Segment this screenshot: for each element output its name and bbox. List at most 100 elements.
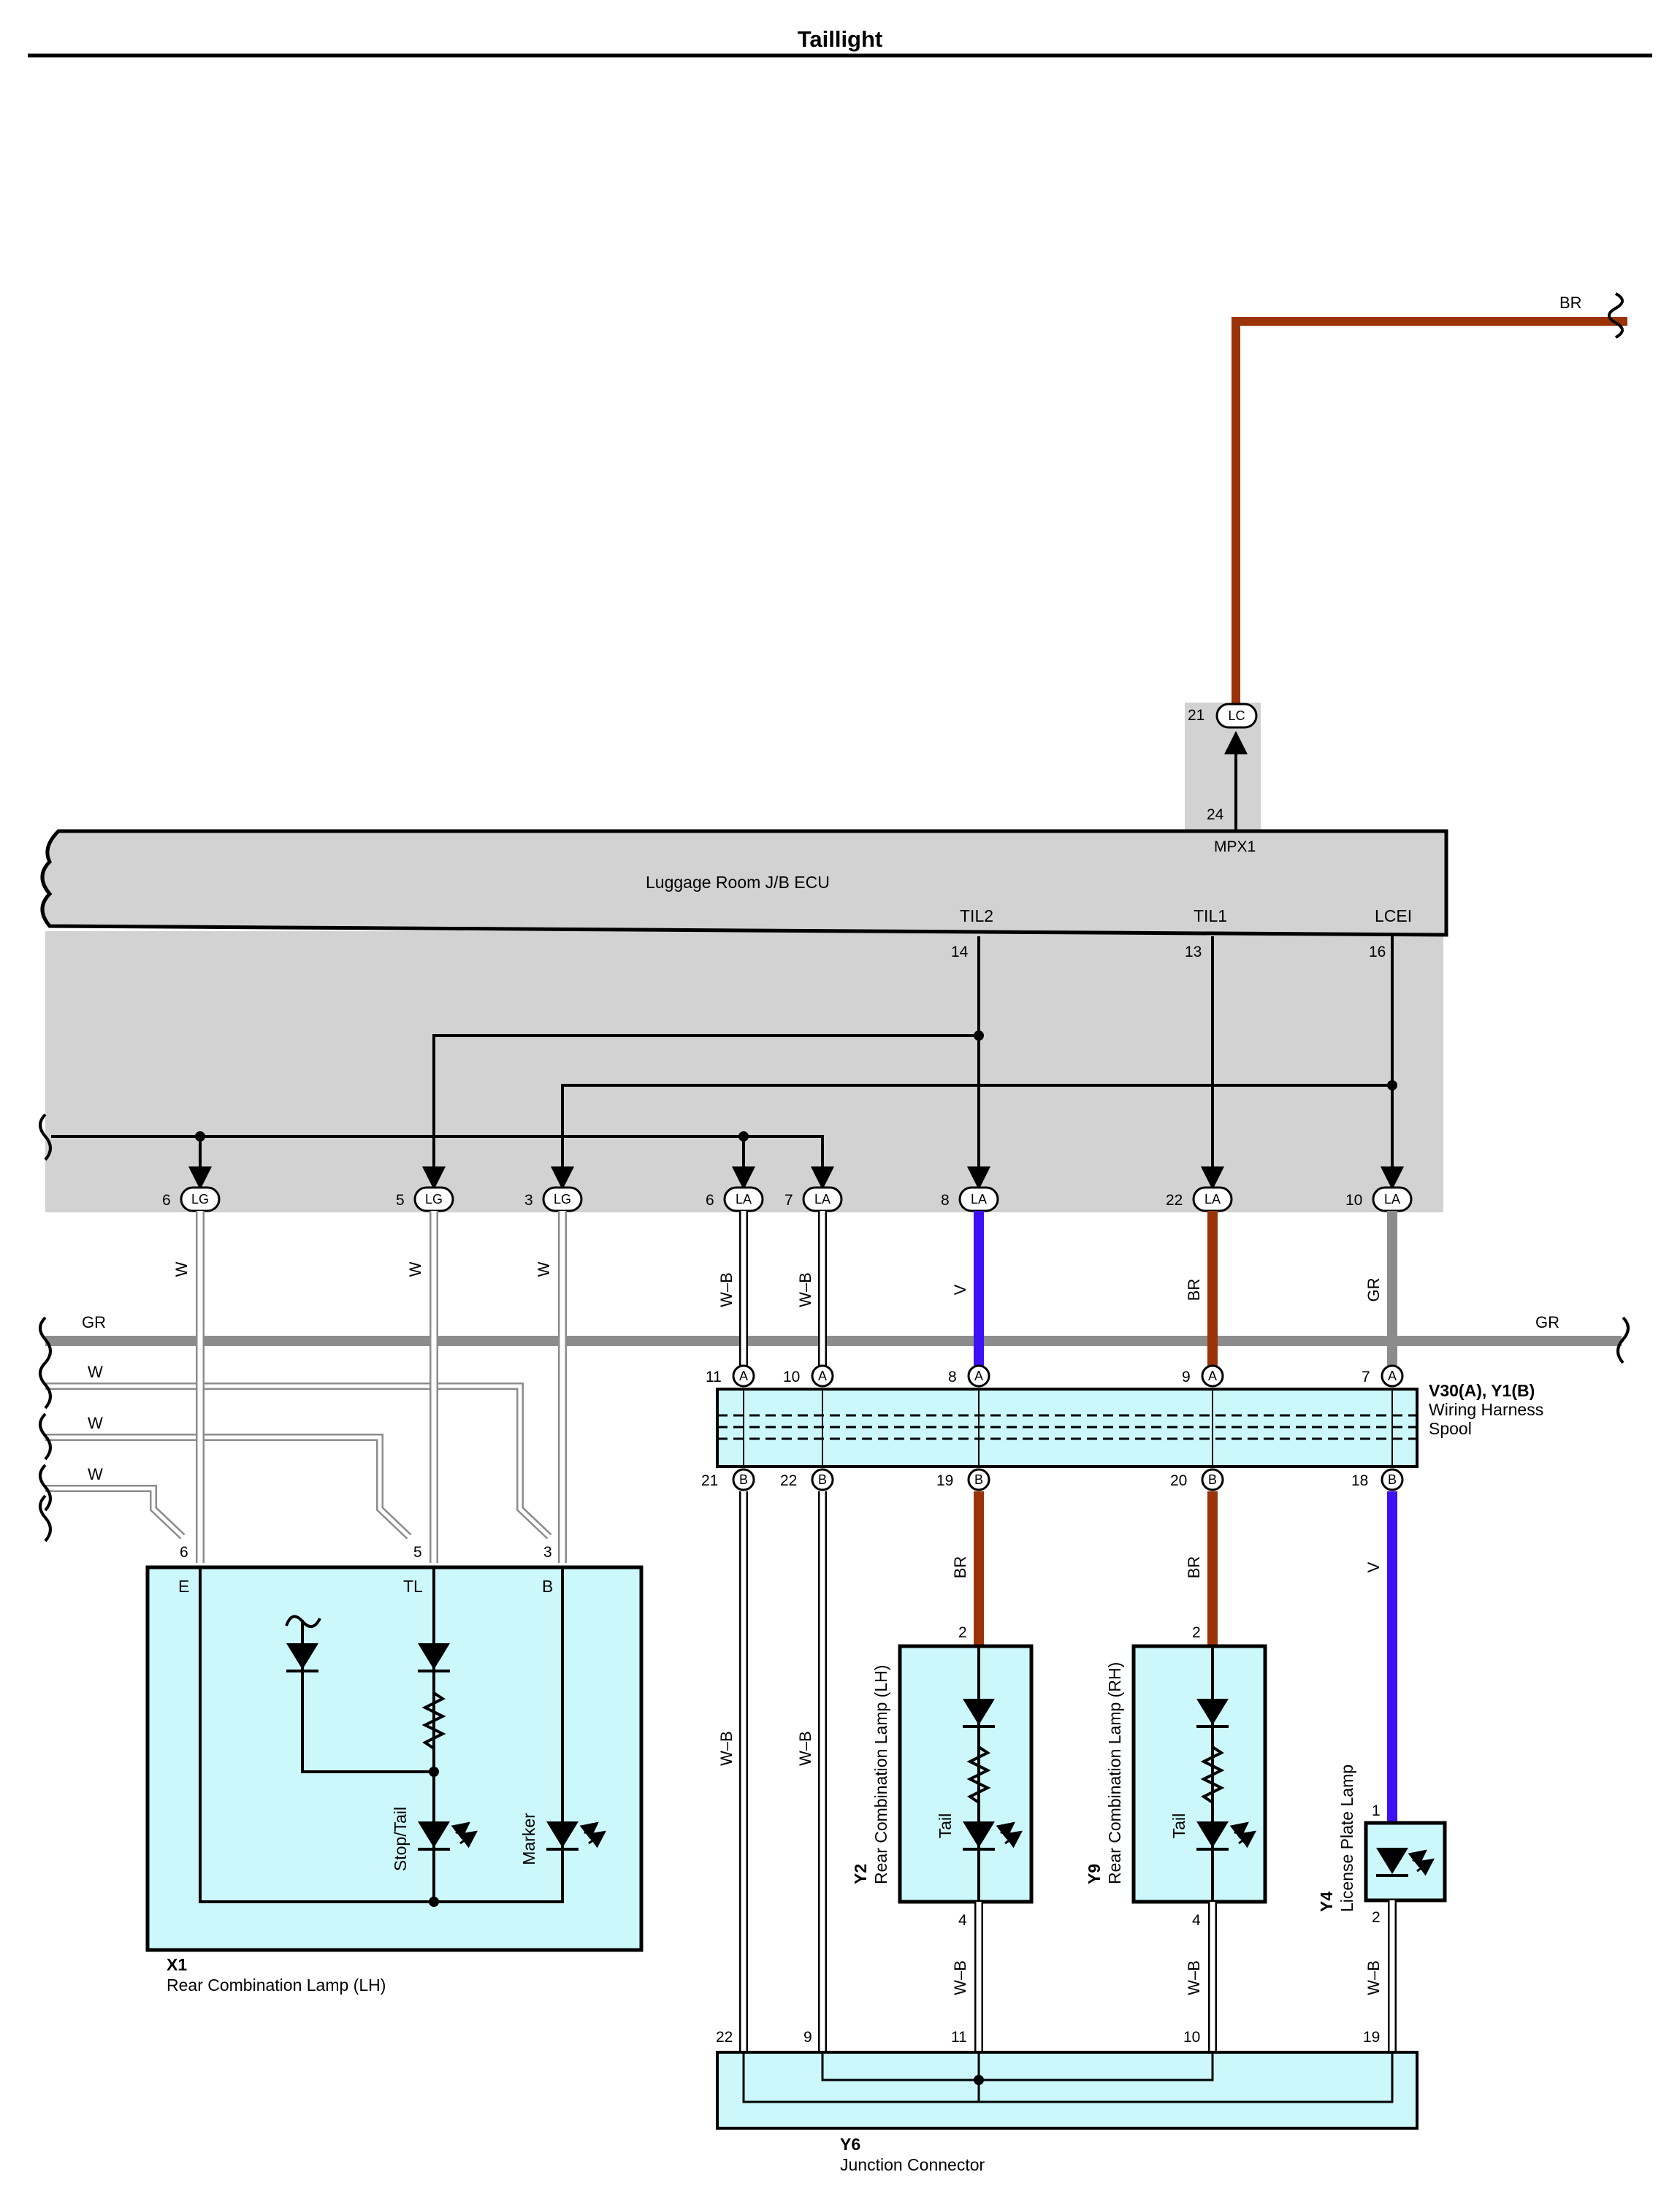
y4-code: Y4 (1317, 1892, 1336, 1912)
spool-a-pin-10: 10 (783, 1369, 800, 1385)
y4-pin-bottom: 2 (1372, 1909, 1381, 1926)
spool-b-label: B (1208, 1472, 1217, 1487)
w-left-label-3: W (88, 1465, 103, 1483)
spool-a-pin-7: 7 (1362, 1369, 1370, 1385)
spool-down-label-3: BR (951, 1556, 969, 1579)
y4-box (1364, 1821, 1447, 1903)
wire-break-ecu (39, 1113, 52, 1161)
spool-b-pin-18: 18 (1351, 1472, 1368, 1489)
spool-b-label: B (739, 1472, 748, 1487)
spool-b-terminal (1381, 1468, 1404, 1491)
y9-box (1131, 1644, 1267, 1904)
spool-down-hollow (739, 1491, 827, 2052)
connector-code: LA (814, 1192, 831, 1207)
ecu-box (40, 829, 1448, 937)
led-icon (1196, 1821, 1256, 1851)
lamp-down-label-1: W–B (951, 1960, 969, 1995)
drop-label-6: V (951, 1284, 969, 1295)
ecu-internal-wiring (51, 936, 1404, 1190)
wire-break-gr-left (39, 1316, 52, 1364)
y2-name: Rear Combination Lamp (LH) (871, 1665, 890, 1884)
y6-pin-10: 10 (1183, 2029, 1200, 2046)
x1-name: Rear Combination Lamp (LH) (167, 1976, 386, 1995)
connector-pin: 3 (524, 1192, 533, 1209)
spool-a-label: A (818, 1369, 827, 1383)
drop-label-1: W (172, 1261, 191, 1277)
connector-pin: 6 (162, 1192, 171, 1209)
connector-pin: 7 (784, 1192, 793, 1209)
spool-b-pins: 21 B 22 B 19 B 20 B 18 B (701, 1468, 1404, 1491)
drop-label-7: BR (1185, 1279, 1203, 1301)
lcei-terminal: LCEI (1375, 906, 1412, 925)
x1-stop-tail-label: Stop/Tail (391, 1807, 410, 1871)
til2-terminal: TIL2 (960, 906, 993, 925)
br-power-wire (1232, 317, 1627, 716)
spool-a-terminal (967, 1364, 990, 1388)
connector-pin: 10 (1345, 1192, 1362, 1209)
lcei-pin: 16 (1369, 944, 1386, 960)
spool-down-label-1: W–B (717, 1731, 736, 1766)
x1-terminal-e: E (178, 1577, 189, 1596)
x1-terminal-tl: TL (403, 1577, 423, 1596)
x1-pin-3: 3 (543, 1544, 552, 1561)
spool-down-label-2: W–B (796, 1731, 814, 1766)
connector-code: LG (554, 1192, 571, 1207)
br-top-label: BR (1559, 294, 1582, 312)
diode-icon (1196, 1699, 1229, 1728)
connector-code: LA (1204, 1192, 1221, 1207)
y2-box (898, 1644, 1034, 1904)
mpx1-terminal: MPX1 (1214, 838, 1256, 855)
x1-code: X1 (167, 1955, 187, 1974)
y6-box (716, 2051, 1419, 2130)
wire-breaks-w (39, 1361, 52, 1542)
y4-name: License Plate Lamp (1337, 1764, 1356, 1912)
spool-down-label-4: BR (1185, 1556, 1203, 1579)
connector-pin: 6 (706, 1192, 714, 1209)
spool-a-pin-8: 8 (948, 1369, 957, 1385)
x1-box (145, 1565, 644, 1952)
y6-code: Y6 (840, 2135, 860, 2154)
lamp-down-label-3: W–B (1364, 1960, 1383, 1995)
y6-pin-19: 19 (1363, 2029, 1380, 2046)
spool-b-pin-20: 20 (1170, 1472, 1187, 1489)
y9-pin-top: 2 (1192, 1624, 1201, 1641)
y9-pin-bottom: 4 (1192, 1912, 1201, 1929)
y6-pin-9: 9 (803, 2029, 812, 2046)
spool-b-pin-19: 19 (936, 1472, 953, 1489)
connector-code: LA (1384, 1192, 1400, 1207)
resistor-icon (1200, 1745, 1225, 1804)
y6-name: Junction Connector (840, 2155, 985, 2174)
diode-icon (418, 1643, 450, 1672)
led-icon (546, 1821, 606, 1851)
spool-name-1: Wiring Harness (1429, 1400, 1543, 1419)
ecu-name: Luggage Room J/B ECU (646, 873, 830, 892)
page-title: Taillight (798, 26, 883, 52)
lc-connector (1215, 703, 1258, 729)
w-left-label-2: W (88, 1414, 103, 1432)
connector-pin: 22 (1166, 1192, 1183, 1209)
connector-pin: 8 (941, 1192, 950, 1209)
resistor-icon (966, 1745, 991, 1804)
spool-a-pins: 11 A 10 A 8 A 9 A 7 A (706, 1364, 1404, 1388)
led-icon (1376, 1848, 1435, 1877)
resistor-icon (421, 1691, 446, 1750)
drop-wires-hollow (196, 1211, 827, 1563)
connector-code: LG (425, 1192, 443, 1207)
y6-pin-22: 22 (716, 2029, 733, 2046)
x1-terminal-b: B (542, 1577, 553, 1596)
spool-name-2: Spool (1429, 1419, 1472, 1438)
spool-a-label: A (1388, 1369, 1397, 1383)
spool-a-terminal (1381, 1364, 1404, 1388)
x1-pin-5: 5 (413, 1544, 422, 1561)
splice-dots (195, 1031, 1397, 1142)
spool-a-terminal (732, 1364, 755, 1388)
connector-pin: 5 (396, 1192, 405, 1209)
x1-bulb-tilde-icon (285, 1615, 321, 1628)
w-left-wires (45, 1383, 552, 1540)
y9-name: Rear Combination Lamp (RH) (1105, 1662, 1124, 1884)
spool-b-label: B (818, 1472, 827, 1487)
spool-a-terminal (1201, 1364, 1224, 1388)
connector-code: LA (736, 1192, 752, 1207)
x1-junction-dots (429, 1767, 439, 1907)
spool-internal-lines (743, 1389, 1393, 1467)
